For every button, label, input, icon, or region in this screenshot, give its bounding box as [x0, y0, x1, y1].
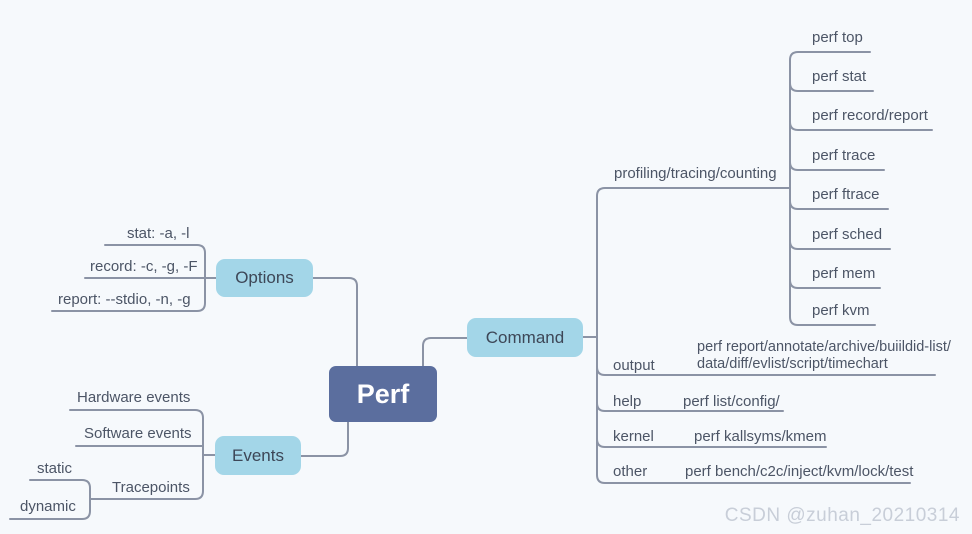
- connector-tracepoints-children: [9, 479, 91, 520]
- tracepoints-child-dynamic[interactable]: dynamic: [20, 498, 76, 515]
- command-child-other-key[interactable]: other: [613, 463, 648, 480]
- connector-perf-stat: [789, 82, 874, 92]
- options-child-stat[interactable]: stat: -a, -l: [127, 225, 190, 242]
- branch-node-command[interactable]: Command: [467, 318, 583, 357]
- connector-perf-to-command: [422, 337, 468, 368]
- options-child-report[interactable]: report: --stdio, -n, -g: [58, 291, 191, 308]
- connector-row-output: [596, 366, 936, 376]
- connector-row-help: [596, 402, 784, 412]
- connector-perf-ftrace: [789, 200, 889, 210]
- events-child-software[interactable]: Software events: [84, 425, 192, 442]
- connector-perf-to-events: [300, 420, 349, 457]
- command-child-other-value: perf bench/c2c/inject/kvm/lock/test: [685, 463, 914, 480]
- profiling-child-perf-kvm[interactable]: perf kvm: [812, 302, 870, 319]
- command-child-help-value: perf list/config/: [683, 393, 780, 410]
- command-child-kernel-value: perf kallsyms/kmem: [694, 428, 827, 445]
- output-value-line2: data/diff/evlist/script/timechart: [697, 356, 888, 372]
- command-child-profiling[interactable]: profiling/tracing/counting: [614, 165, 777, 182]
- command-child-help-key[interactable]: help: [613, 393, 642, 410]
- profiling-child-perf-mem[interactable]: perf mem: [812, 265, 876, 282]
- profiling-child-perf-stat[interactable]: perf stat: [812, 68, 867, 85]
- profiling-child-perf-top[interactable]: perf top: [812, 29, 863, 46]
- command-label: Command: [485, 327, 565, 347]
- command-child-output-key[interactable]: output: [613, 357, 655, 374]
- tracepoints-child-static[interactable]: static: [37, 460, 73, 477]
- options-child-record[interactable]: record: -c, -g, -F: [90, 258, 198, 275]
- connector-options-to-perf: [312, 277, 358, 367]
- connector-perf-sched: [789, 240, 891, 250]
- connector-row-kernel: [596, 438, 827, 448]
- command-child-output-value: perf report/annotate/archive/buiildid-li…: [697, 339, 951, 373]
- output-value-line1: perf report/annotate/archive/buiildid-li…: [697, 339, 951, 355]
- profiling-child-perf-trace[interactable]: perf trace: [812, 147, 876, 164]
- command-child-kernel-key[interactable]: kernel: [613, 428, 654, 445]
- connector-command-children-trunk: [596, 187, 911, 484]
- profiling-child-perf-ftrace[interactable]: perf ftrace: [812, 186, 880, 203]
- events-child-hardware[interactable]: Hardware events: [77, 389, 191, 406]
- options-label: Options: [235, 268, 294, 287]
- profiling-child-perf-sched[interactable]: perf sched: [812, 226, 883, 243]
- branch-node-options[interactable]: Options: [216, 259, 313, 297]
- root-label: Perf: [356, 378, 410, 409]
- csdn-watermark: CSDN @zuhan_20210314: [724, 505, 960, 526]
- connector-perf-trace: [789, 161, 885, 171]
- events-label: Events: [232, 445, 284, 465]
- profiling-child-perf-record-report[interactable]: perf record/report: [812, 107, 928, 124]
- root-node-perf[interactable]: Perf: [329, 366, 437, 422]
- events-child-tracepoints[interactable]: Tracepoints: [112, 479, 190, 496]
- branch-node-events[interactable]: Events: [215, 436, 301, 475]
- connector-perf-mem: [789, 279, 881, 289]
- connector-perf-record: [789, 121, 933, 131]
